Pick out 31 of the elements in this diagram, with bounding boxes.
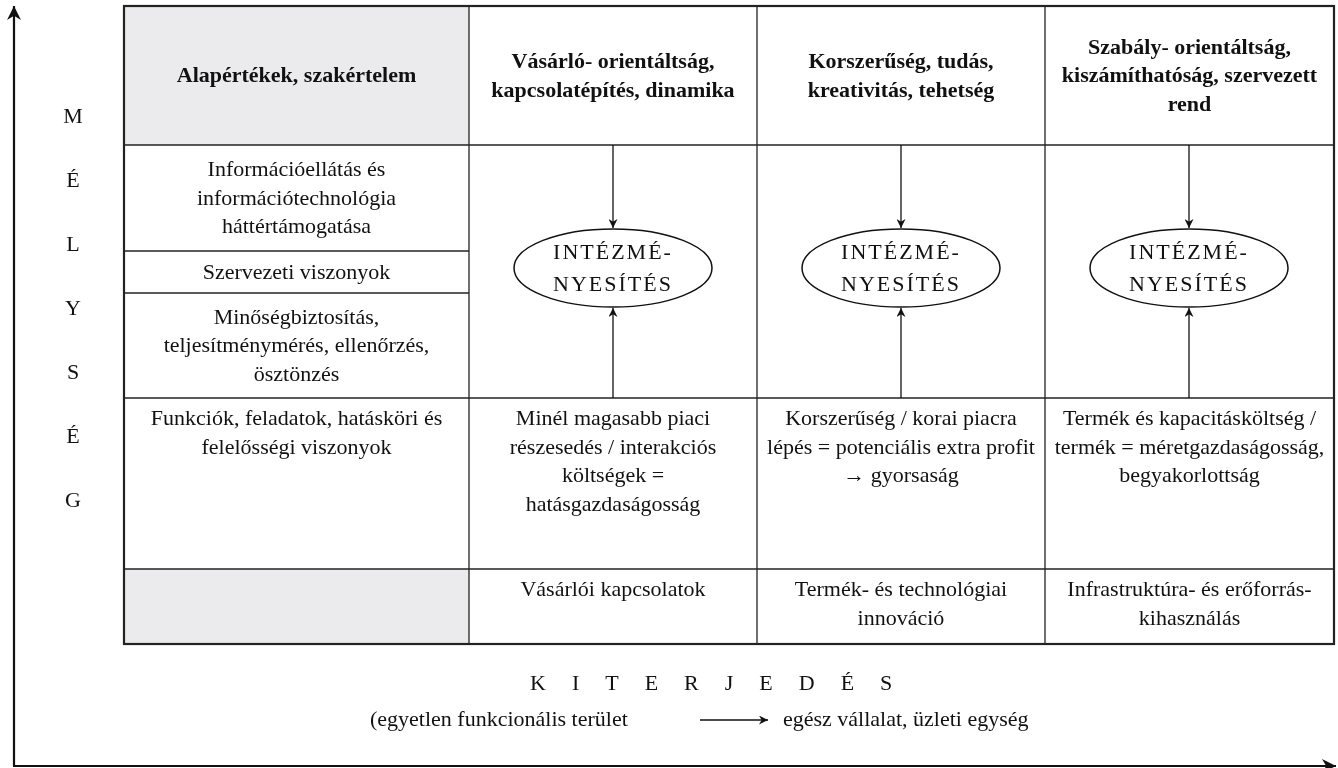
axis-title: KITERJEDÉS	[530, 670, 919, 696]
cell-text: Termék- és technológiai innováció	[793, 575, 1009, 632]
arrow	[896, 144, 906, 229]
ellipse-node	[513, 228, 713, 308]
cell-text: Minőségbiztosítás, teljesítménymérés, ellenőrzés, ösztönzés	[162, 302, 431, 388]
cell-text: Termék és kapacitásköltség / termék = méretgazdaságosság, begyakorlottság	[1053, 404, 1326, 490]
header-cell	[124, 6, 469, 145]
column-header: Korszerűség, tudás, kreativitás, tehetség	[806, 46, 996, 104]
ellipse-label: INTÉZMÉ- NYESÍTÉS	[1128, 238, 1250, 298]
axis-title: MÉLYSÉG	[62, 102, 84, 514]
column-header: Alapértékek, szakértelem	[176, 61, 417, 90]
arrow	[608, 144, 618, 229]
arrow	[896, 307, 906, 399]
cell-text: Szervezeti viszonyok	[202, 257, 391, 286]
cell-text: Funkciók, feladatok, hatásköri és felelősségi viszonyok	[149, 404, 444, 461]
arrow	[1184, 307, 1194, 399]
arrow	[1184, 144, 1194, 229]
axis-subtitle: egész vállalat, üzleti egység	[783, 706, 1029, 732]
ellipse-label: INTÉZMÉ- NYESÍTÉS	[552, 238, 674, 298]
ellipse-node	[801, 228, 1001, 308]
cell-text: Vásárlói kapcsolatok	[520, 575, 706, 603]
ellipse-label: INTÉZMÉ- NYESÍTÉS	[840, 238, 962, 298]
cell-text: Infrastruktúra- és erőforrás-kihasználás	[1066, 575, 1313, 632]
arrow	[608, 307, 618, 399]
cell-text: Korszerűség / korai piacra lépés = potenciális extra profit → gyorsaság	[766, 404, 1036, 490]
axis-subtitle: (egyetlen funkcionális terület	[370, 706, 628, 732]
ellipse-node	[1089, 228, 1289, 308]
cell-text: Minél magasabb piaci részesedés / interakciós költségek = hatásgazdaságosság	[508, 404, 718, 518]
column-header: Vásárló- orientáltság, kapcsolatépítés, dinamika	[490, 46, 736, 104]
cell-text: Információellátás és információtechnológia háttértámogatása	[195, 155, 398, 241]
column-header: Szabály- orientáltság, kiszámíthatóság, szervezett rend	[1060, 32, 1319, 118]
